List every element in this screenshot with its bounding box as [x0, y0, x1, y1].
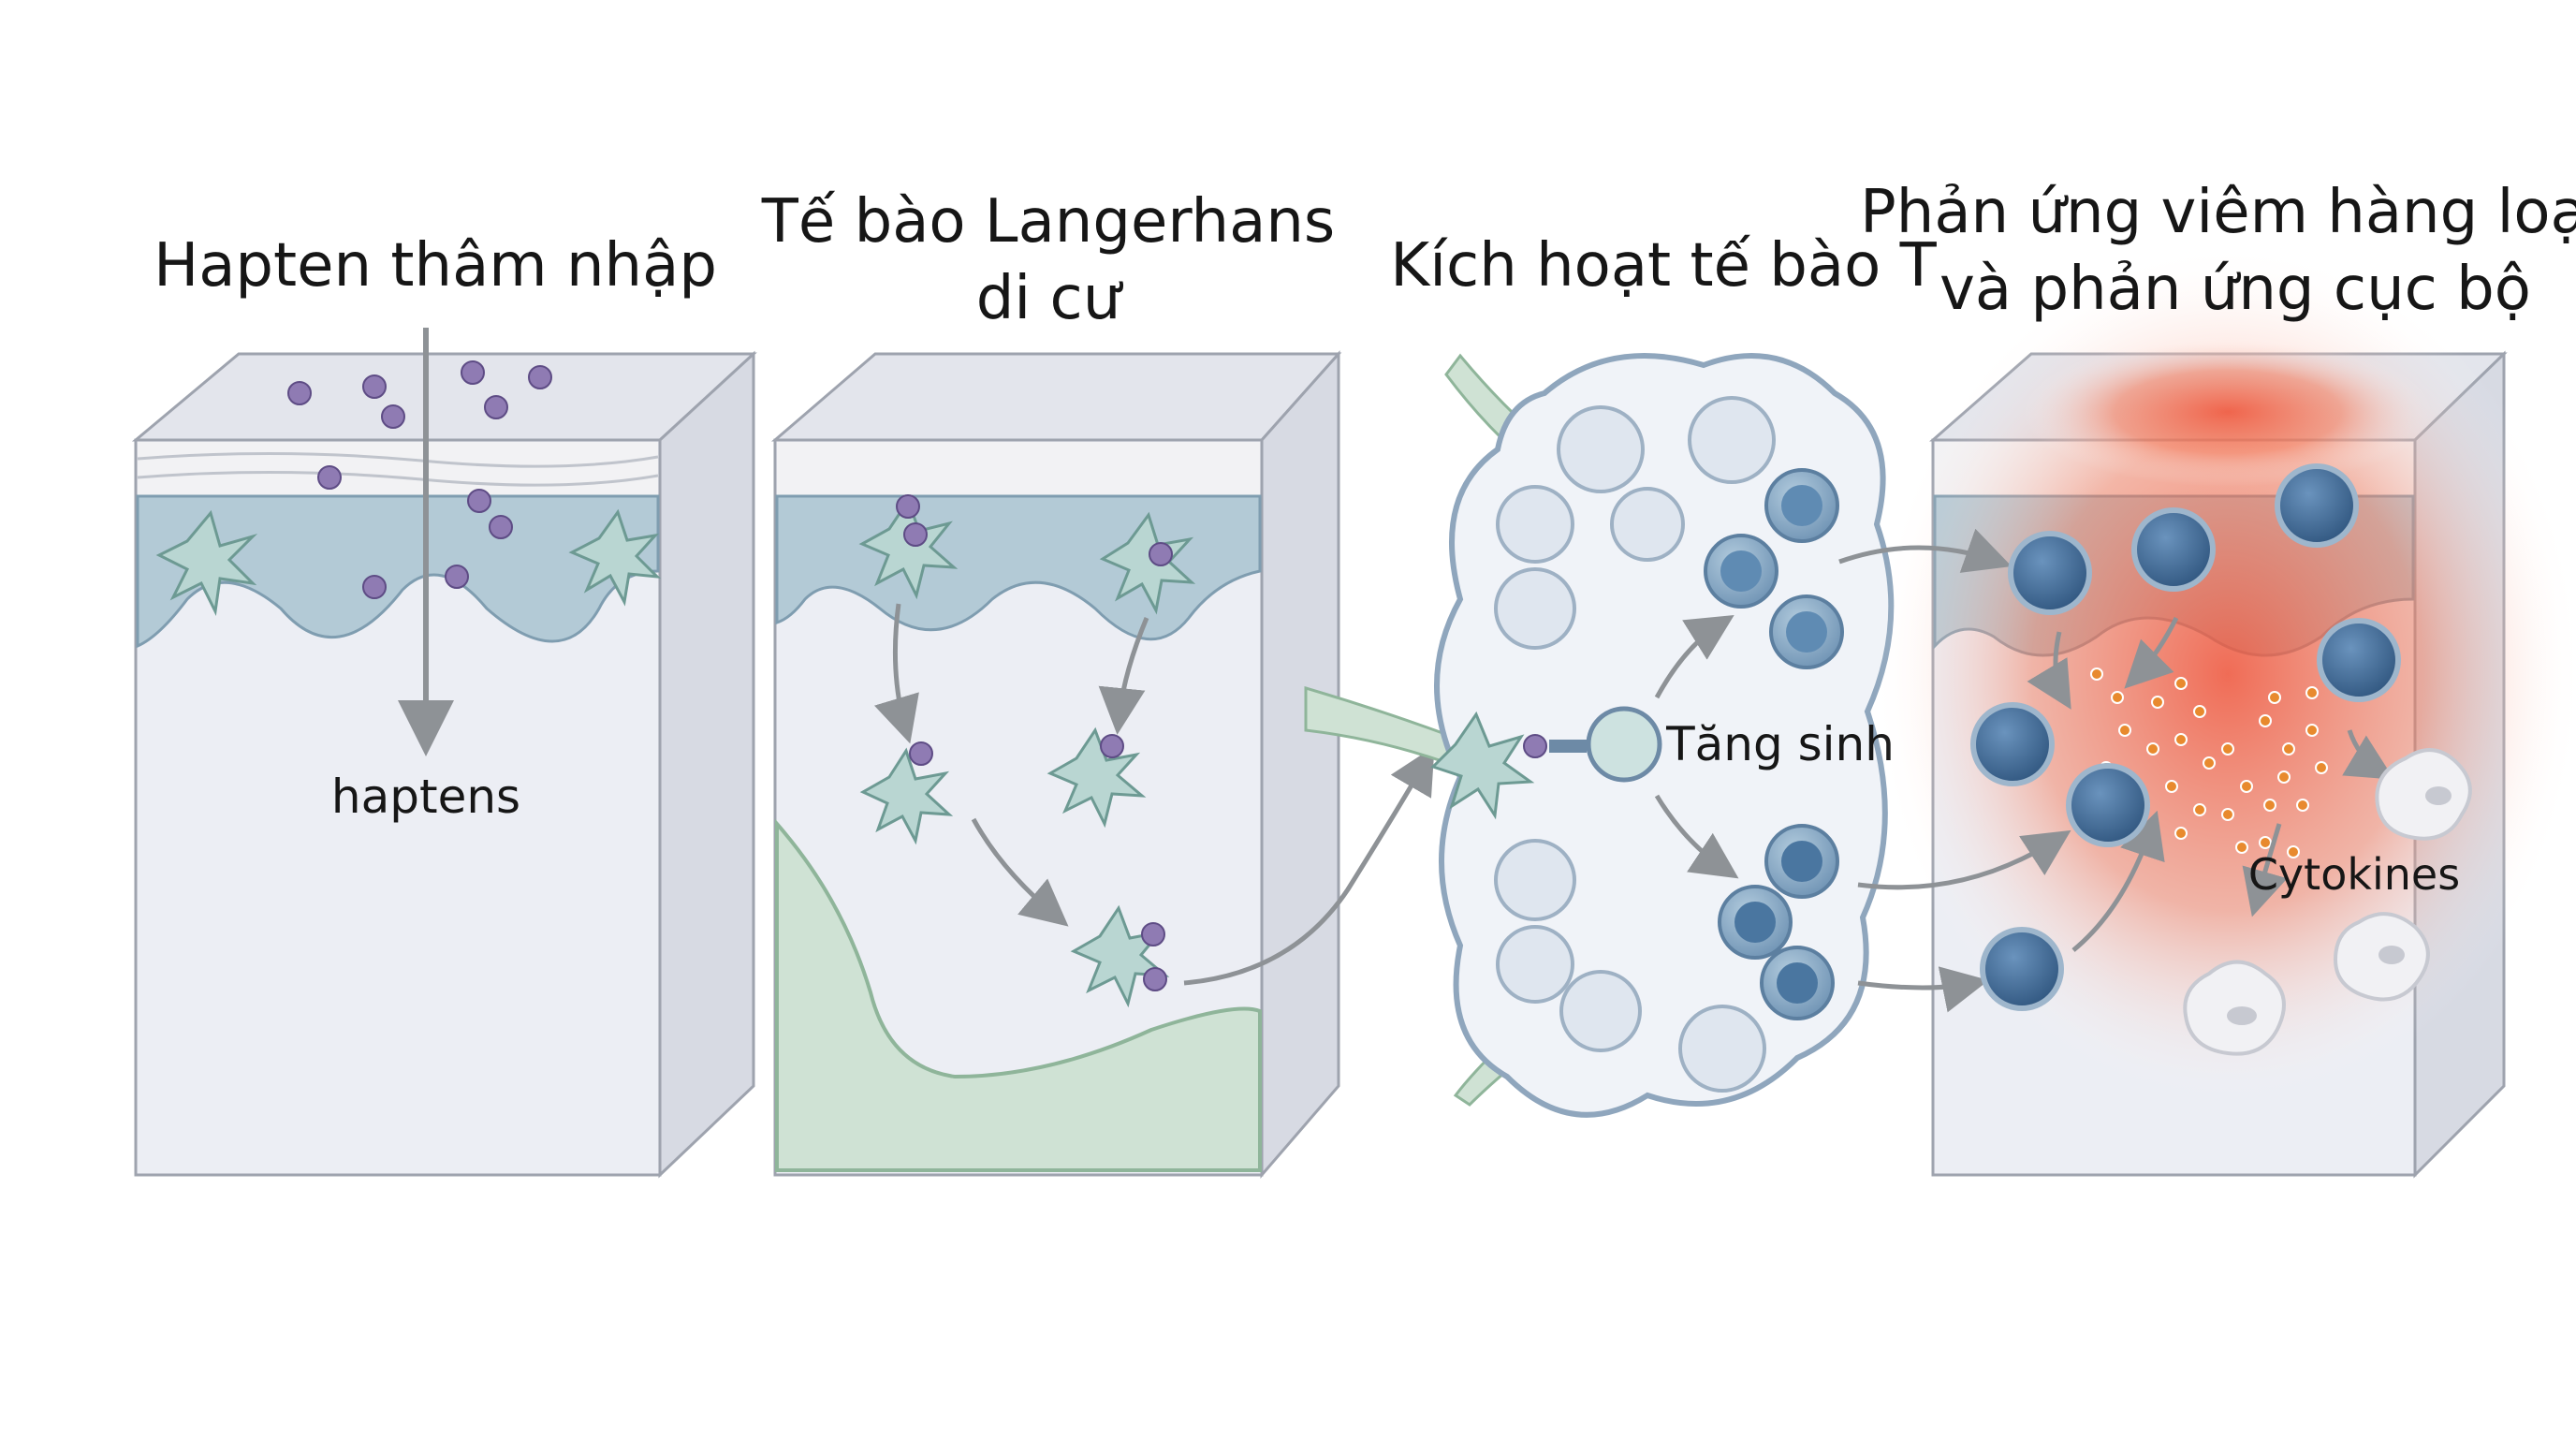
cytokine-particle	[2305, 724, 2319, 737]
cell-arrows	[1838, 528, 2394, 1013]
hapten-molecule	[381, 404, 405, 429]
hapten-molecule	[287, 381, 312, 405]
hapten-molecule	[489, 515, 513, 539]
cytokine-particle	[2111, 691, 2124, 704]
hapten-molecule	[903, 522, 928, 547]
hapten-molecule	[484, 395, 508, 419]
hapten-molecule	[362, 575, 387, 599]
hapten-molecule	[528, 365, 552, 389]
skin-block-top	[770, 352, 1342, 442]
skin-block-side	[1260, 350, 1340, 1180]
cytokines-label: Cytokines	[2248, 849, 2460, 900]
inflammation-top	[2022, 337, 2434, 487]
hapten-molecule	[445, 565, 469, 589]
presenting-langerhans-cell	[1430, 711, 1535, 820]
langerhans-cell	[858, 497, 1196, 1008]
cytokine-particle	[2151, 696, 2164, 709]
panel-2-title-line2: di cư	[976, 264, 1124, 333]
hapten-molecule	[1141, 922, 1165, 946]
skin-block-top	[131, 352, 757, 442]
skin-lines	[137, 451, 659, 487]
panel-inflammatory-response: Phản ứng viêm hàng loạt và phản ứng cục …	[1838, 178, 2576, 1179]
panel-hapten-penetration: Hapten thâm nhập haptens	[131, 231, 757, 1179]
cytokine-particle	[2305, 686, 2319, 699]
cytokine-particle	[2146, 742, 2159, 756]
hapten-molecules	[287, 360, 552, 599]
stratum-corneum	[777, 442, 1260, 496]
lymph-follicles	[1494, 396, 1776, 1093]
cytokine-particle	[2174, 733, 2188, 746]
epidermis-layer	[136, 494, 660, 649]
cytokine-particle	[2259, 836, 2272, 849]
haptens-label: haptens	[331, 770, 520, 824]
cytokine-particle	[2090, 668, 2103, 681]
hapten-molecule	[317, 465, 342, 490]
cytokine-particle	[2165, 780, 2178, 793]
cytokine-particle	[2203, 756, 2216, 770]
cytokine-particle	[2118, 724, 2131, 737]
hapten-molecule	[1100, 734, 1124, 758]
migration-arrows	[874, 603, 1435, 986]
effector-t-cells	[1970, 463, 2401, 1011]
proliferating-t-cells	[1704, 468, 1844, 1020]
proliferation-label: Tăng sinh	[1665, 717, 1895, 771]
naive-t-cell	[1586, 706, 1662, 783]
hapten-molecule	[1149, 542, 1173, 566]
hapten-molecule	[467, 489, 491, 513]
panel-2-title-line1: Tế bào Langerhans	[761, 187, 1335, 257]
hapten-molecules	[896, 494, 1173, 991]
cytokine-particle	[2268, 691, 2281, 704]
cytokine-particle	[2193, 803, 2206, 816]
macrophages	[2183, 748, 2472, 1056]
hapten-molecule	[461, 360, 485, 385]
panel-1-title: Hapten thâm nhập	[154, 231, 717, 301]
stratum-corneum	[138, 442, 658, 496]
panel-4-title-line1: Phản ứng viêm hàng loạt	[1860, 178, 2576, 247]
cytokine-particle	[2282, 742, 2295, 756]
cytokine-particle	[2263, 799, 2276, 812]
hapten-molecule	[896, 494, 920, 519]
cytokine-particle	[2287, 845, 2300, 858]
cytokine-particle	[2259, 714, 2272, 727]
synapse	[1549, 740, 1587, 753]
hapten-molecule	[362, 374, 387, 399]
proliferation-arrows	[1654, 615, 1739, 879]
hapten-molecule	[1523, 734, 1547, 758]
cytokine-particle	[2315, 761, 2328, 774]
cytokine-particle	[2174, 827, 2188, 840]
cytokine-particles	[2090, 663, 2328, 858]
cytokine-particle	[2277, 770, 2291, 784]
cytokine-particle	[2235, 841, 2248, 854]
panel-3-title: Kích hoạt tế bào T	[1390, 231, 1937, 301]
lymphatic-vessel	[775, 818, 1262, 1172]
skin-block-side	[658, 350, 755, 1179]
cytokine-particle	[2221, 808, 2234, 821]
cytokine-particle	[2193, 705, 2206, 718]
cytokine-particle	[2174, 677, 2188, 690]
panel-4-title-line2: và phản ứng cục bộ	[1939, 255, 2531, 324]
inflammation-area	[1872, 243, 2576, 1105]
panel-t-cell-activation: Kích hoạt tế bào T Tăng sinh	[1304, 231, 1938, 1118]
langerhans-cell	[155, 508, 662, 616]
hapten-molecule	[1143, 967, 1167, 991]
panel-langerhans-migration: Tế bào Langerhans di cư	[761, 187, 1435, 1180]
hapten-molecule	[909, 741, 933, 766]
cytokine-particle	[2221, 742, 2234, 756]
cytokine-particle	[2240, 780, 2253, 793]
cytokine-particle	[2296, 799, 2309, 812]
